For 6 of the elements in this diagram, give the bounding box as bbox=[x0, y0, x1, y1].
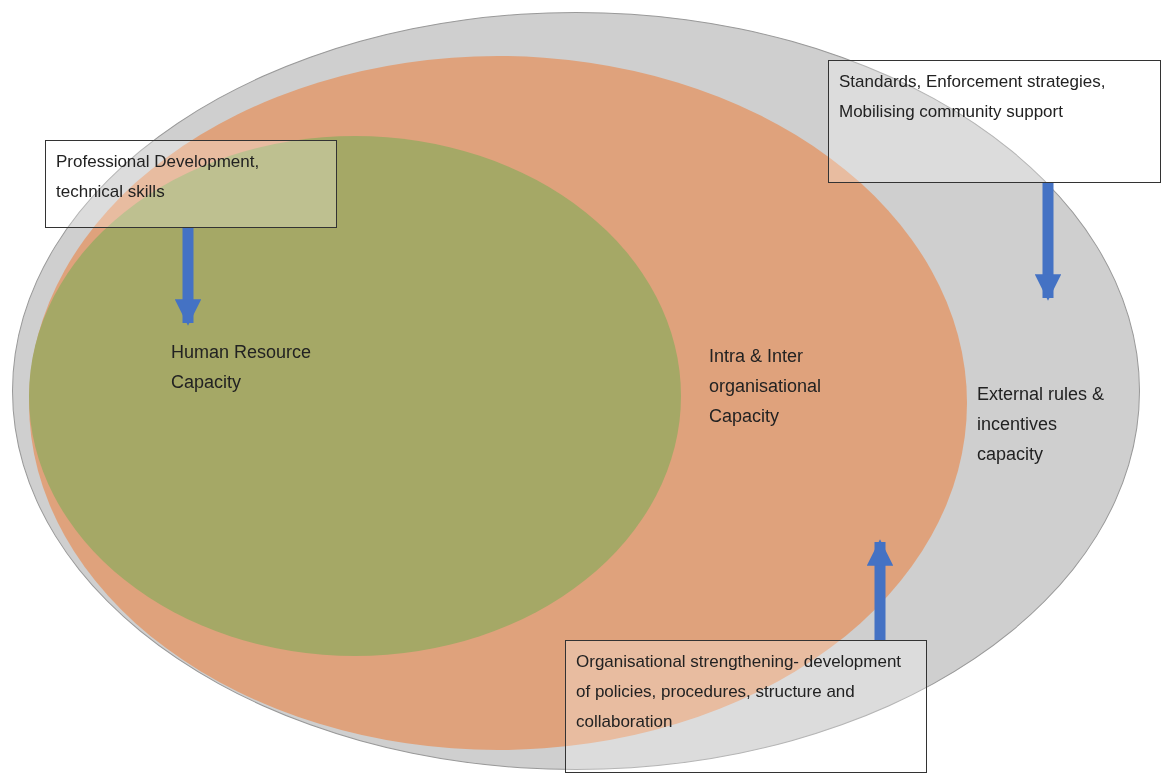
capacity-label: Intra & Inter organisational Capacity bbox=[709, 345, 823, 428]
arrow bbox=[174, 228, 202, 326]
capacity-label: External rules & incentives capacity bbox=[977, 383, 1106, 466]
text-box: Standards, Enforcement strategies, Mobilising community support bbox=[828, 60, 1161, 183]
capacity-label: Human Resource Capacity bbox=[171, 341, 313, 394]
arrow bbox=[1034, 183, 1062, 301]
